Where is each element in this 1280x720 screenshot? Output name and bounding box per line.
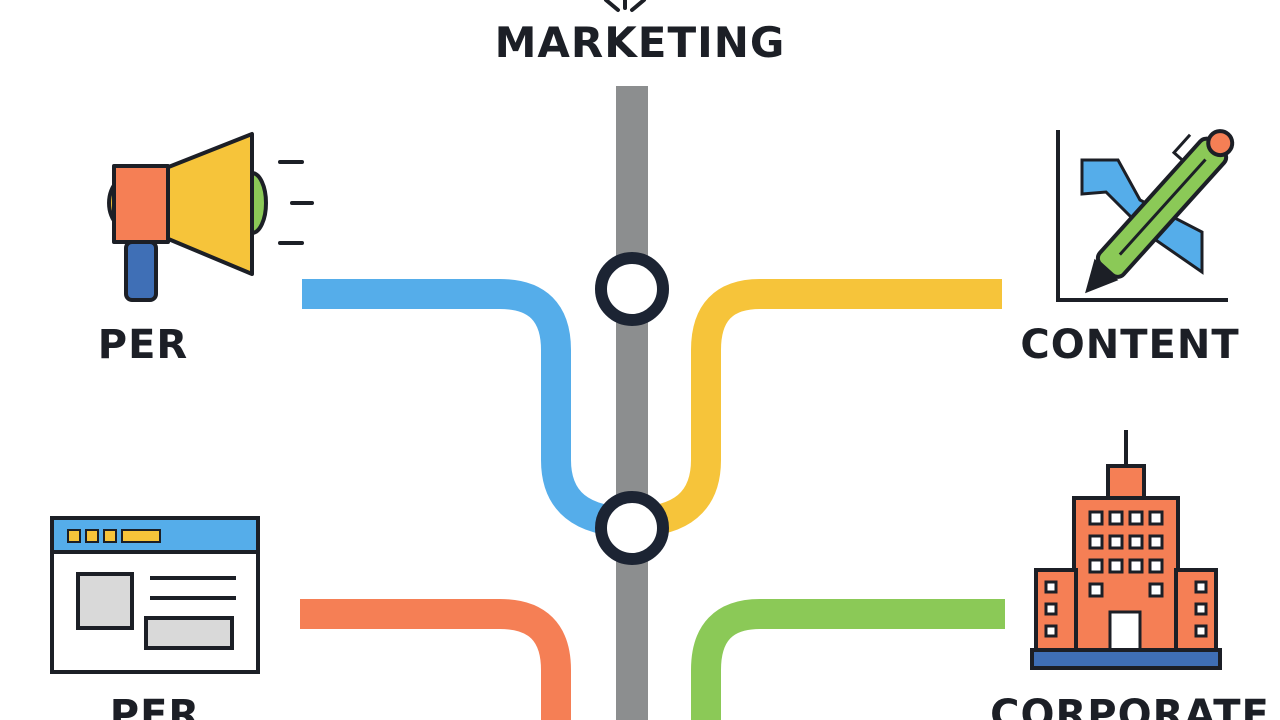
- yellow-line: [631, 279, 1002, 537]
- orange-line: [300, 599, 571, 720]
- trunk-line: [616, 86, 648, 720]
- station-lower: [595, 491, 669, 565]
- label-top-right: CONTENT: [1020, 322, 1239, 368]
- office-building-icon: [1030, 430, 1222, 670]
- label-bottom-right: CORPORATE: [990, 692, 1270, 720]
- green-line: [691, 599, 1005, 720]
- browser-window-icon: [50, 516, 260, 674]
- blue-line: [302, 279, 633, 537]
- megaphone-icon: [107, 132, 314, 302]
- station-upper: [595, 252, 669, 326]
- pen-chart-icon: [1056, 129, 1235, 302]
- label-top-left: PER: [98, 322, 188, 368]
- sparkle-icon: [604, 0, 646, 12]
- label-bottom-left: PER: [110, 692, 200, 720]
- page-title: MARKETING: [495, 18, 786, 67]
